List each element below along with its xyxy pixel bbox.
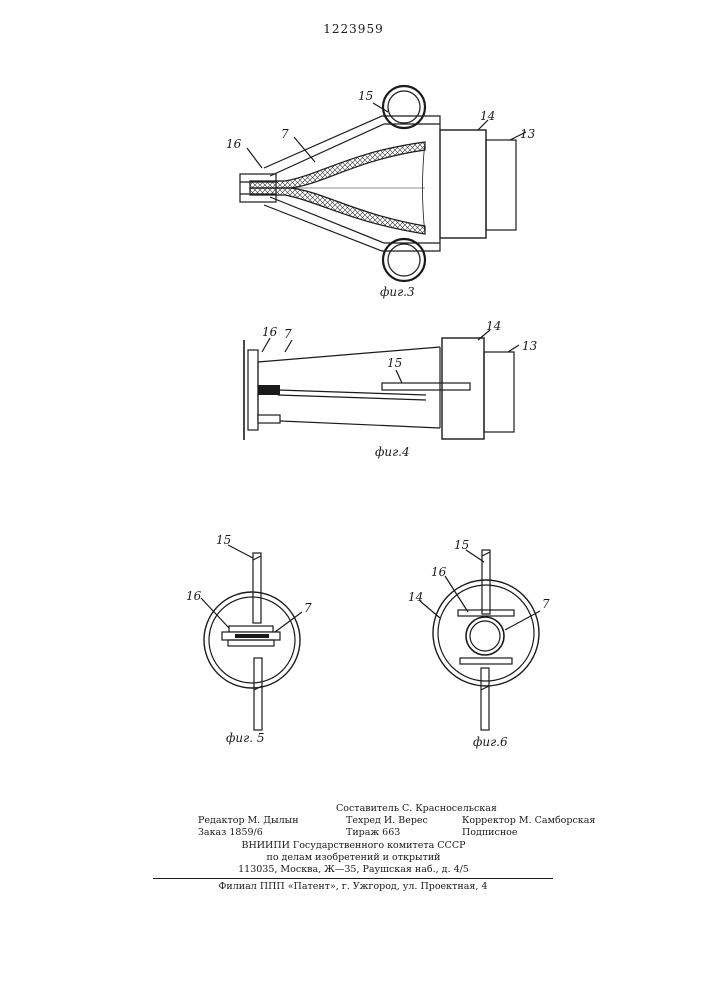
imprint-compiler: Составитель С. Красносельская — [336, 803, 497, 815]
imprint-techred: Техред И. Верес — [346, 815, 428, 827]
imprint-org-line3: 113035, Москва, Ж—35, Раушская наб., д. … — [0, 864, 707, 875]
figure-5 — [201, 545, 302, 730]
fig6-label-14: 14 — [408, 590, 423, 604]
fig6-label-16: 16 — [431, 565, 447, 579]
fig3-label-7: 7 — [281, 127, 289, 141]
fig3-caption: фиг.3 — [380, 285, 415, 299]
fig6-caption: фиг.6 — [473, 735, 508, 749]
imprint-editor: Редактор М. Дылын — [198, 815, 299, 827]
fig3-label-16: 16 — [226, 137, 242, 151]
imprint-org-line1: ВНИИПИ Государственного комитета СССР — [0, 840, 707, 851]
imprint-org-line2: по делам изобретений и открытий — [0, 852, 707, 863]
fig6-label-15: 15 — [454, 538, 469, 552]
fig5-label-15: 15 — [216, 533, 231, 547]
fig4-label-15: 15 — [387, 356, 402, 370]
fig4-label-13: 13 — [522, 339, 538, 353]
fig4-caption: фиг.4 — [375, 445, 410, 459]
fig5-caption: фиг. 5 — [226, 731, 264, 745]
ring-15-bottom — [383, 239, 425, 281]
figure-4 — [244, 330, 519, 440]
fig3-label-15: 15 — [358, 89, 373, 103]
fig5-label-7: 7 — [304, 601, 312, 615]
imprint-circulation: Тираж 663 — [346, 827, 400, 839]
fig5-label-16: 16 — [186, 589, 202, 603]
imprint-branch: Филиал ППП «Патент», г. Ужгород, ул. Про… — [153, 878, 553, 892]
fig4-label-16: 16 — [262, 325, 278, 339]
ring-15-top — [383, 86, 425, 128]
imprint-order: Заказ 1859/6 — [198, 827, 263, 839]
fig4-label-14: 14 — [486, 319, 501, 333]
fig3-label-13: 13 — [520, 127, 536, 141]
imprint-corrector: Корректор М. Самборская — [462, 815, 595, 827]
imprint-subscription: Подписное — [462, 827, 518, 839]
fig3-label-14: 14 — [480, 109, 495, 123]
fig6-label-7: 7 — [542, 597, 550, 611]
fig4-label-7: 7 — [284, 327, 292, 341]
